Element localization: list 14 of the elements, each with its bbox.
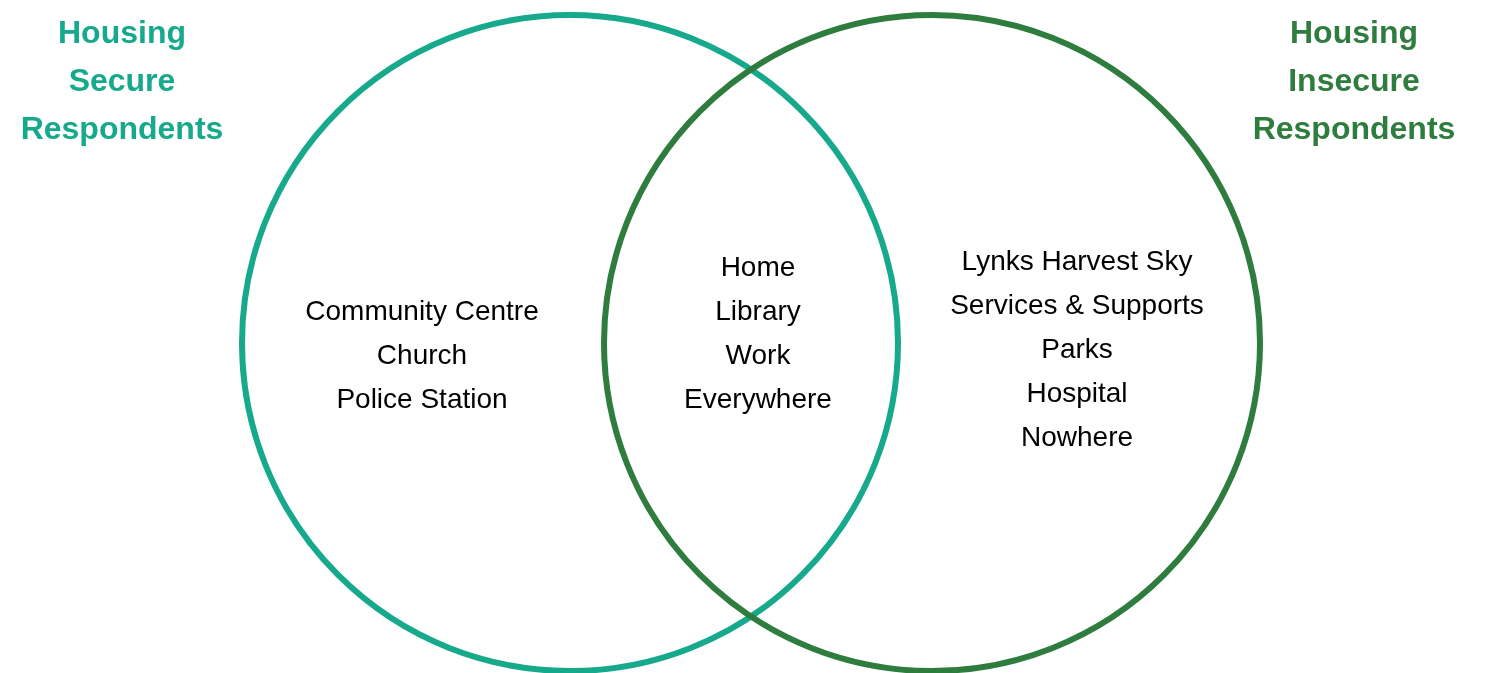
list-item: Home — [720, 250, 796, 284]
list-item: Services & Supports — [950, 288, 1204, 322]
list-item: Community Centre — [305, 294, 539, 328]
list-item: Everywhere — [684, 382, 832, 416]
list-item: Parks — [1041, 332, 1113, 366]
set-heading: Housing Secure Respondents — [19, 13, 225, 148]
list-item: Lynks Harvest Sky — [961, 244, 1193, 278]
list-item: Nowhere — [1020, 420, 1134, 454]
set-heading: Housing Insecure Respondents — [1251, 13, 1457, 148]
list-item: Library — [715, 294, 801, 328]
list-item: Police Station — [336, 382, 508, 416]
list-item: Hospital — [1026, 376, 1128, 410]
list-item: Work — [725, 338, 791, 372]
list-item: Church — [376, 338, 468, 372]
